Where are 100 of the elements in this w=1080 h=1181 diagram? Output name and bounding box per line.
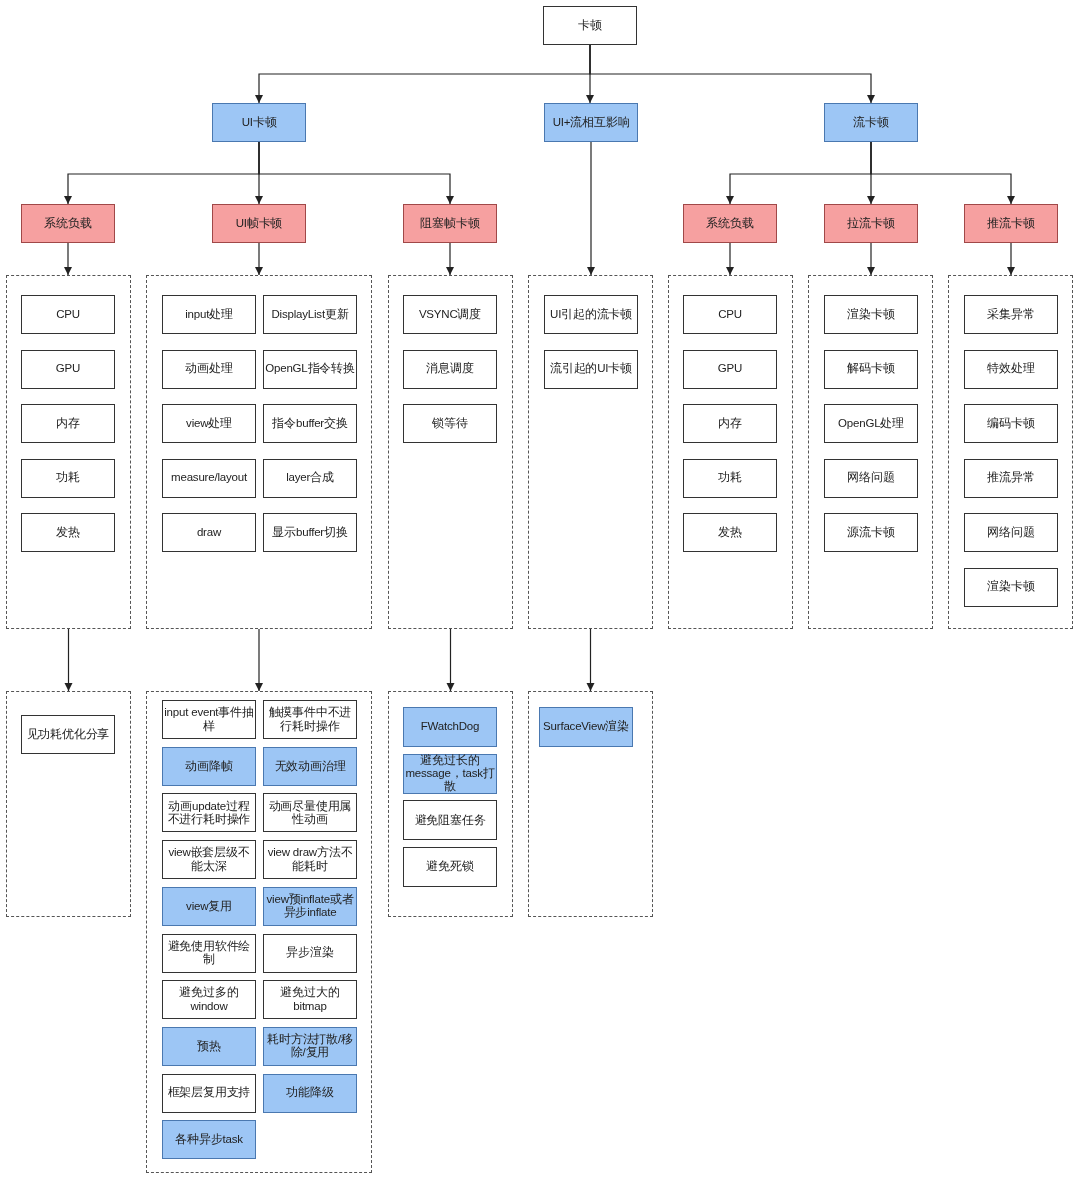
dashed-group-frame [6,691,131,917]
arrow [1006,242,1016,276]
dashed-group-frame [528,691,653,917]
box-label: 功能降级 [286,1086,334,1100]
box-label: 功耗 [718,471,742,485]
arrow [258,141,455,205]
arrow [725,242,735,276]
item-box [263,933,357,973]
arrow [63,242,73,276]
dashed-group-frame [528,275,653,629]
box-label: 编码卡顿 [987,416,1035,431]
box-label: 内存 [718,416,742,431]
category-box [162,746,256,786]
category-box [263,1073,357,1113]
box-label: 系统负载 [44,216,92,231]
item-box [162,793,256,833]
box-label: input event事件抽样 [164,706,254,733]
item-box [403,404,497,443]
box-label: 预热 [197,1039,221,1053]
dashed-group-frame [808,275,933,629]
box-label: 触摸事件中不进行耗时操作 [267,706,353,733]
box-label: GPU [55,362,81,376]
item-box [544,349,638,389]
box-label: 消息调度 [426,362,474,376]
box-label: 推流异常 [987,471,1035,485]
category-box [21,204,115,243]
category-box [162,886,256,926]
item-box [162,295,256,334]
box-label: 卡顿 [578,18,602,33]
item-box [162,840,256,880]
category-box [263,1026,357,1066]
category-box [263,886,357,926]
dashed-group-frame [146,275,372,629]
category-box [403,204,497,243]
box-label: UI引起的流卡顿 [550,307,632,322]
box-label: 渲染卡顿 [987,580,1035,594]
box-label: VSYNC调度 [418,307,482,322]
box-label: 避免过多的window [178,986,240,1013]
box-label: 避免过长的message，task打散 [405,753,495,794]
box-label: GPU [717,362,743,376]
box-label: 源流卡顿 [847,525,895,540]
item-box [21,715,115,754]
dashed-group-frame [948,275,1073,629]
category-box [683,204,777,243]
box-label: 见功耗优化分享 [26,727,110,742]
box-label: OpenGL指令转换 [265,362,355,376]
box-label: 发热 [718,525,742,540]
item-box [162,980,256,1020]
box-label: 流引起的UI卡顿 [550,362,632,376]
arrow [589,44,876,104]
box-label: 动画处理 [185,362,233,376]
item-box [263,295,357,334]
item-box [263,980,357,1020]
item-box [162,933,256,973]
category-box [162,1026,256,1066]
box-label: 无效动画治理 [274,759,346,773]
box-label: CPU [718,307,742,322]
box-label: 内存 [56,416,80,431]
item-box [162,700,256,739]
item-box [21,295,115,334]
item-box [683,513,777,552]
arrow [64,628,73,692]
category-box [162,1120,256,1160]
category-box [544,103,638,142]
box-label: DisplayList更新 [271,307,349,322]
box-label: view处理 [186,416,232,431]
box-label: OpenGL处理 [838,416,904,431]
box-label: view复用 [186,899,232,913]
category-box [824,204,918,243]
item-box [21,349,115,389]
item-box [162,458,256,498]
item-box [162,404,256,443]
box-label: measure/layout [171,471,247,485]
box-label: 阻塞帧卡顿 [420,216,480,231]
box-label: 锁等待 [432,416,468,431]
dashed-group-frame [668,275,793,629]
arrow [866,242,876,276]
category-box [403,707,497,747]
item-box [683,458,777,498]
box-label: 采集异常 [987,307,1035,322]
item-box [403,349,497,389]
arrow [254,628,264,692]
box-label: 动画尽量使用属性动画 [267,799,353,827]
category-box [964,204,1058,243]
category-box [539,707,633,747]
arrow [586,141,596,276]
box-label: 特效处理 [987,362,1035,376]
item-box [543,6,637,45]
box-label: 流卡顿 [853,115,889,130]
dashed-group-frame [388,275,513,629]
item-box [403,800,497,841]
arrow [254,242,264,276]
dashed-group-frame [146,691,372,1173]
item-box [824,295,918,334]
item-box [964,458,1058,498]
box-label: 指令buffer交换 [272,416,348,431]
category-box [212,204,306,243]
box-label: 渲染卡顿 [847,307,895,322]
item-box [21,458,115,498]
box-label: UI+流相互影响 [552,115,630,130]
